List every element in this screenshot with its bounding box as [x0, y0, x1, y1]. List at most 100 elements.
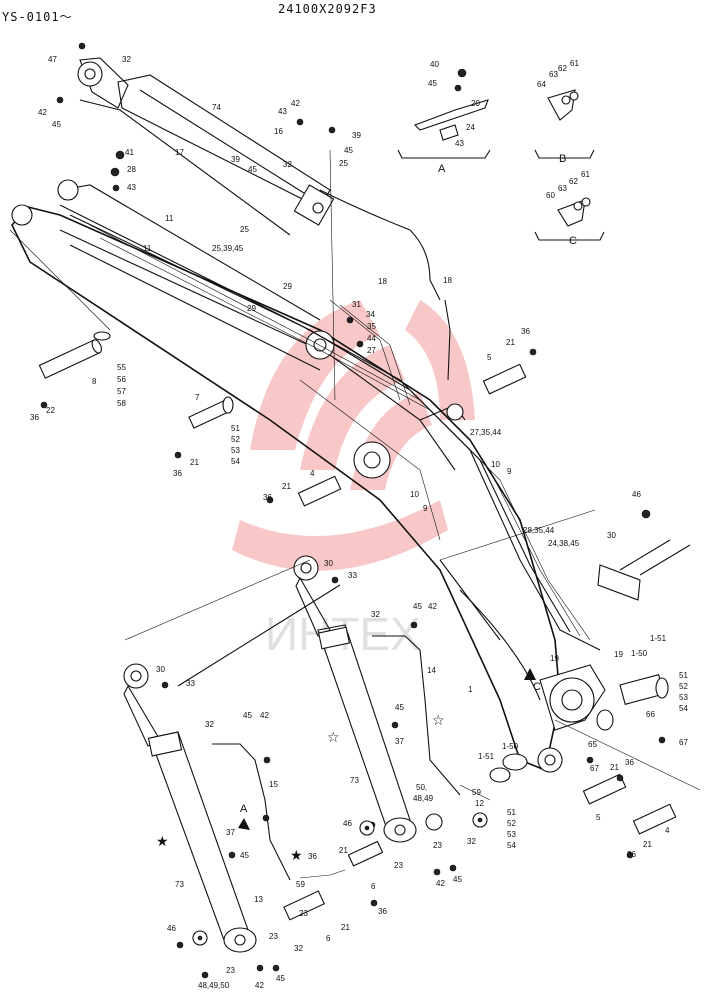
hose-clamp-bracket — [597, 539, 691, 601]
callout-c54c: 54 — [507, 841, 516, 850]
callout-c62b: 62 — [569, 177, 578, 186]
callout-c39b: 39 — [352, 131, 361, 140]
callout-c42f: 42 — [255, 981, 264, 990]
watermark-logo — [232, 300, 475, 571]
callout-c11b: 11 — [143, 244, 152, 253]
callout-c43b: 43 — [278, 107, 287, 116]
callout-c151a: 1-51 — [650, 634, 667, 643]
callout-c30a: 30 — [607, 531, 616, 540]
callout-c31: 31 — [352, 300, 361, 309]
boom-cylinder-top — [77, 57, 335, 226]
callout-c45f: 45 — [243, 711, 252, 720]
svg-text:★: ★ — [290, 848, 303, 864]
callout-c54b: 54 — [679, 704, 688, 713]
callout-c64: 64 — [537, 80, 546, 89]
callout-c54a: 54 — [231, 457, 240, 466]
letter-marks: AC — [240, 681, 541, 815]
callout-c32b: 32 — [283, 160, 292, 169]
callout-c23e: 23 — [299, 909, 308, 918]
callout-c57: 57 — [117, 387, 126, 396]
pins — [38, 331, 677, 921]
callout-c17: 17 — [175, 148, 184, 157]
hydraulic-lines — [59, 99, 601, 651]
callout-c21d: 21 — [610, 763, 619, 772]
callout-c10b: 10 — [410, 490, 419, 499]
callout-c6b: 6 — [326, 934, 331, 943]
arm-cylinder-middle — [293, 555, 417, 843]
callout-c56: 56 — [117, 375, 126, 384]
callout-c60: 60 — [546, 191, 555, 200]
callout-c32a: 32 — [122, 55, 131, 64]
callout-c32d: 32 — [205, 720, 214, 729]
callout-c51c: 51 — [507, 808, 516, 817]
callout-c42a: 42 — [38, 108, 47, 117]
callout-c15: 15 — [269, 780, 278, 789]
callout-c24: 24 — [466, 123, 475, 132]
callout-c28: 28 — [127, 165, 136, 174]
callout-c36b: 36 — [30, 413, 39, 422]
letter-mark-mC: C — [533, 681, 541, 693]
callout-c18a: 18 — [378, 277, 387, 286]
callout-c16: 16 — [274, 127, 283, 136]
callout-c42d: 42 — [260, 711, 269, 720]
callout-c65: 65 — [588, 740, 597, 749]
callout-c53b: 53 — [679, 693, 688, 702]
svg-text:☆: ☆ — [327, 730, 340, 746]
callout-c9b: 9 — [423, 504, 428, 513]
callout-c45c: 45 — [344, 146, 353, 155]
callout-c253945: 25,39,45 — [212, 244, 244, 253]
callout-c63b: 63 — [558, 184, 567, 193]
callout-c5048: 50, — [416, 783, 427, 792]
callout-c22: 22 — [46, 406, 55, 415]
svg-text:B: B — [559, 153, 566, 165]
callout-c42c: 42 — [428, 602, 437, 611]
callout-c20: 20 — [471, 99, 480, 108]
callout-c36c: 36 — [173, 469, 182, 478]
callout-c43a: 43 — [127, 183, 136, 192]
callout-c23c: 23 — [226, 966, 235, 975]
callout-c52a: 52 — [231, 435, 240, 444]
callout-c45d: 45 — [428, 79, 437, 88]
callout-c59b: 59 — [296, 880, 305, 889]
callout-c36g: 36 — [378, 907, 387, 916]
callout-c150a: 1-50 — [631, 649, 648, 658]
detail-view-a: A — [397, 99, 491, 175]
callout-c73b: 73 — [175, 880, 184, 889]
callout-c51b: 51 — [679, 671, 688, 680]
seal-rosettes — [192, 812, 488, 946]
callout-c52c: 52 — [507, 819, 516, 828]
callout-c47: 47 — [48, 55, 57, 64]
callout-c4849: 48,49 — [413, 794, 434, 803]
callout-c45i: 45 — [240, 851, 249, 860]
callout-c21e: 21 — [643, 840, 652, 849]
callout-c52b: 52 — [679, 682, 688, 691]
arrow-marks — [238, 668, 536, 830]
arm-structure — [11, 179, 606, 773]
callout-c55: 55 — [117, 363, 126, 372]
callout-c36f: 36 — [627, 850, 636, 859]
star-marks: ★ ★ ☆ ☆ — [156, 713, 445, 864]
callout-c37b: 37 — [226, 828, 235, 837]
callout-c32c: 32 — [371, 610, 380, 619]
callout-c45g: 45 — [395, 703, 404, 712]
svg-text:C: C — [569, 235, 577, 247]
callout-c67a: 67 — [679, 738, 688, 747]
callout-c243845: 24,38,45 — [548, 539, 580, 548]
callout-c58: 58 — [117, 399, 126, 408]
callout-c19a: 19 — [550, 654, 559, 663]
callout-c23b: 23 — [394, 861, 403, 870]
callout-c8: 8 — [92, 377, 97, 386]
callout-c73a: 73 — [350, 776, 359, 785]
callout-c46a: 46 — [632, 490, 641, 499]
fasteners — [40, 42, 666, 979]
callout-c6: 6 — [371, 882, 376, 891]
callout-c32e: 32 — [467, 837, 476, 846]
callout-c27a: 27 — [367, 346, 376, 355]
letter-mark-mA: A — [240, 803, 248, 815]
callout-c12: 12 — [475, 799, 484, 808]
callout-c46c: 46 — [167, 924, 176, 933]
callout-c33a: 33 — [348, 571, 357, 580]
